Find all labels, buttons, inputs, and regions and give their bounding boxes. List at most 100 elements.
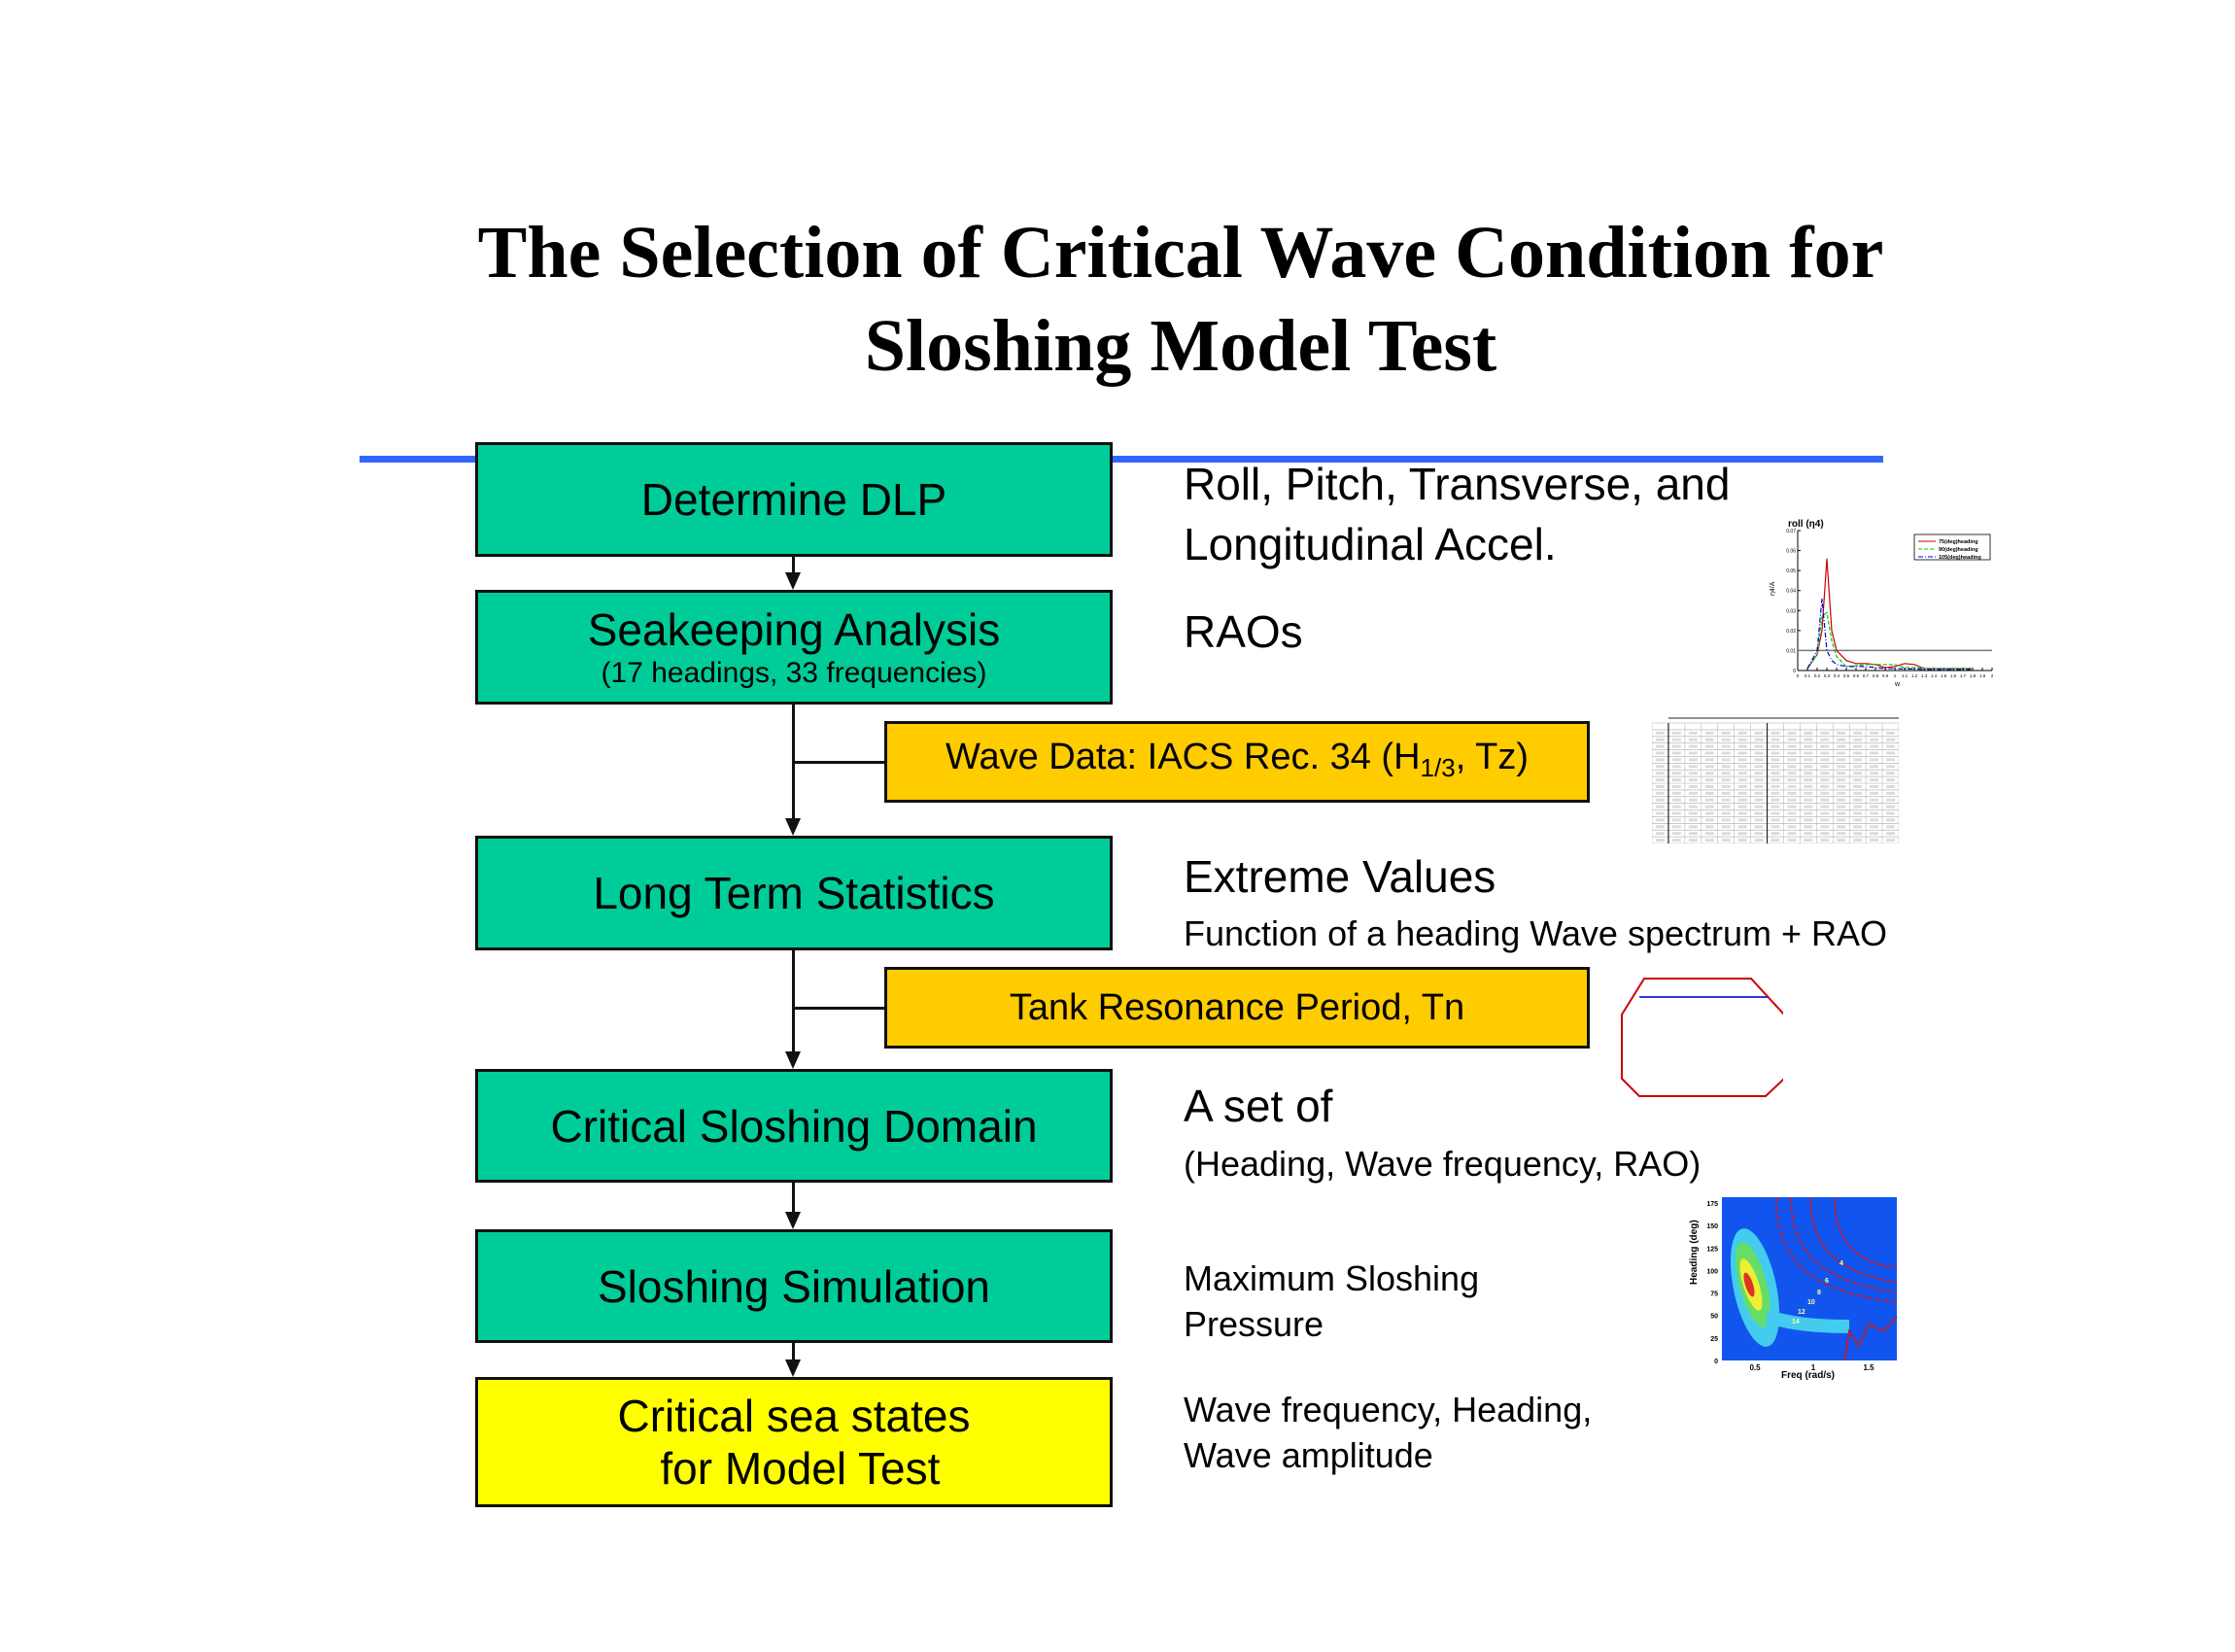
x-tick-label: 1.7 (1960, 673, 1967, 678)
wave-data-label: Wave Data: IACS Rec. 34 (H (946, 736, 1421, 777)
step-long-term-statistics: Long Term Statistics (475, 836, 1113, 950)
table-cell (1704, 839, 1714, 842)
table-cell (1787, 744, 1797, 748)
step-label: Seakeeping Analysis (587, 604, 1001, 655)
tank-cross-section-icon (1621, 978, 1783, 1097)
table-cell (1771, 818, 1780, 822)
x-tick-label: 0.7 (1863, 673, 1870, 678)
note-wave-freq-line1: Wave frequency, Heading, (1184, 1390, 1593, 1429)
table-cell (1886, 839, 1895, 842)
x-tick-label: 0.9 (1882, 673, 1889, 678)
table-cell (1870, 758, 1879, 762)
arrow-down-icon (785, 572, 801, 590)
table-cell (1837, 818, 1846, 822)
table-cell (1656, 791, 1665, 795)
y-tick-label: 150 (1706, 1223, 1718, 1230)
table-cell (1870, 785, 1879, 788)
x-axis-label: Freq (rad/s) (1781, 1370, 1835, 1380)
table-cell (1656, 738, 1665, 741)
table-cell (1886, 825, 1895, 829)
table-cell (1771, 791, 1780, 795)
table-cell (1721, 731, 1731, 735)
table-cell (1754, 778, 1764, 781)
table-cell (1721, 805, 1731, 809)
note-extreme-values: Extreme Values (1184, 851, 1496, 902)
table-cell (1754, 758, 1764, 762)
table-cell (1671, 811, 1681, 815)
table-cell (1771, 798, 1780, 802)
table-cell (1721, 744, 1731, 748)
table-cell (1754, 731, 1764, 735)
table-cell (1820, 744, 1830, 748)
table-cell (1704, 778, 1714, 781)
table-cell (1837, 798, 1846, 802)
table-cell (1820, 818, 1830, 822)
table-cell (1787, 772, 1797, 775)
table-cell (1671, 825, 1681, 829)
table-cell (1820, 738, 1830, 741)
table-cell (1737, 818, 1747, 822)
table-cell (1754, 798, 1764, 802)
table-cell (1837, 758, 1846, 762)
table-cell (1820, 758, 1830, 762)
contour-label: 10 (1807, 1299, 1815, 1306)
table-cell (1870, 818, 1879, 822)
x-tick-label: 1 (1811, 1363, 1816, 1372)
arrow-down-icon (785, 1359, 801, 1377)
table-cell (1737, 744, 1747, 748)
table-cell (1886, 798, 1895, 802)
y-tick-label: 0 (1714, 1359, 1718, 1365)
table-cell (1721, 772, 1731, 775)
table-cell (1853, 798, 1863, 802)
table-cell (1771, 772, 1780, 775)
table-cell (1656, 778, 1665, 781)
table-cell (1771, 839, 1780, 842)
table-cell (1804, 839, 1813, 842)
table-cell (1837, 751, 1846, 755)
output-label-line1: Critical sea states (617, 1391, 971, 1441)
connector-csd-sim (792, 1183, 795, 1212)
note-dlp-line2: Longitudinal Accel. (1184, 519, 1557, 569)
table-cell (1721, 791, 1731, 795)
note-raos: RAOs (1184, 606, 1303, 657)
table-cell (1787, 839, 1797, 842)
table-cell (1837, 839, 1846, 842)
table-cell (1853, 744, 1863, 748)
contour-line (1809, 1196, 1898, 1284)
y-tick-label: 50 (1710, 1314, 1718, 1321)
contour-line (1834, 1196, 1898, 1269)
table-cell (1656, 825, 1665, 829)
contour-line (1843, 1316, 1898, 1361)
wave-data-label-end: , Tz) (1455, 736, 1529, 777)
table-cell (1704, 832, 1714, 836)
table-cell (1771, 765, 1780, 769)
table-cell (1656, 751, 1665, 755)
series-line (1806, 558, 1973, 670)
table-cell (1704, 798, 1714, 802)
table-cell (1820, 751, 1830, 755)
table-cell (1688, 751, 1698, 755)
table-cell (1688, 832, 1698, 836)
table-cell (1820, 778, 1830, 781)
table-cell (1820, 785, 1830, 788)
table-cell (1837, 765, 1846, 769)
table-cell (1853, 811, 1863, 815)
table-cell (1671, 832, 1681, 836)
x-tick-label: 1.3 (1921, 673, 1928, 678)
table-cell (1704, 731, 1714, 735)
table-cell (1754, 791, 1764, 795)
table-cell (1787, 811, 1797, 815)
table-cell (1820, 832, 1830, 836)
table-cell (1721, 832, 1731, 836)
y-tick-label: 0 (1793, 669, 1796, 674)
table-cell (1837, 832, 1846, 836)
table-cell (1656, 744, 1665, 748)
note-set-of: A set of (1184, 1081, 1333, 1131)
table-cell (1671, 744, 1681, 748)
table-cell (1656, 798, 1665, 802)
table-cell (1688, 772, 1698, 775)
x-tick-label: 2 (1991, 673, 1994, 678)
table-cell (1870, 778, 1879, 781)
table-cell (1737, 772, 1747, 775)
note-extreme-sub: Function of a heading Wave spectrum + RA… (1184, 913, 1888, 953)
